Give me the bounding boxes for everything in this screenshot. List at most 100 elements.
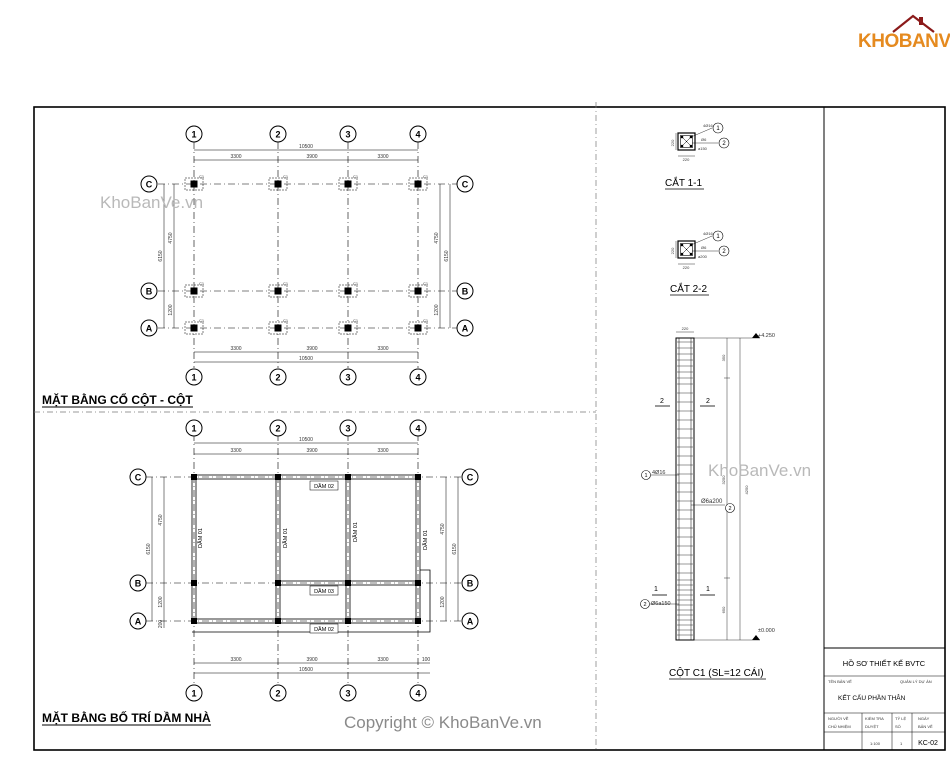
col-dim-mid: 3250 bbox=[721, 475, 726, 485]
column-c1 bbox=[190, 180, 198, 188]
axis-label-4-bottom: 4 bbox=[415, 689, 420, 699]
column-tag: C1 bbox=[283, 174, 289, 179]
column-c1 bbox=[190, 324, 198, 332]
axis-label-3-top: 3 bbox=[345, 130, 350, 140]
section-dim-w: 220 bbox=[683, 265, 690, 270]
column-outline bbox=[675, 337, 695, 641]
stirrups bbox=[677, 341, 693, 636]
mark-bubble bbox=[712, 122, 724, 134]
level-bottom: ±0.000 bbox=[758, 628, 775, 634]
column-c1 bbox=[274, 180, 282, 188]
column-c1 bbox=[191, 618, 197, 624]
axis-label-2-bottom: 2 bbox=[275, 373, 280, 383]
rebar-dot bbox=[680, 243, 684, 247]
tb-cell-1b: CHỦ NHIỆM bbox=[828, 724, 851, 729]
section-outline bbox=[677, 240, 696, 259]
watermark: KhoBanVe.vn bbox=[708, 461, 811, 480]
col-dim-bottom: 650 bbox=[721, 606, 726, 613]
beams bbox=[191, 474, 431, 633]
axis-bubble-c-left bbox=[129, 468, 147, 486]
column-neck-outline bbox=[184, 284, 204, 298]
dim-top-total: 10500 bbox=[299, 144, 313, 150]
axis-label-c-left: C bbox=[135, 473, 142, 483]
column-neck-outline bbox=[268, 177, 288, 191]
axis-label-c-right: C bbox=[467, 473, 474, 483]
column-tag: C1 bbox=[199, 318, 205, 323]
label-stirrup: Ø6 bbox=[701, 137, 707, 142]
column-neck-outline bbox=[268, 321, 288, 335]
axis-bubble-1-bottom bbox=[185, 684, 203, 702]
label-stirrup-spacing: a150 bbox=[698, 146, 708, 151]
column-neck-outline bbox=[268, 284, 288, 298]
section-title: CẮT 1-1 bbox=[665, 176, 702, 189]
dim-right-2: 1200 bbox=[440, 596, 446, 607]
column-c1 bbox=[274, 324, 282, 332]
column-c1 bbox=[190, 287, 198, 295]
dim-bottom-3: 3300 bbox=[377, 346, 388, 352]
beam-tag-d01-3: DẦM 01 bbox=[352, 522, 359, 542]
dim-top-2: 3900 bbox=[306, 448, 317, 454]
mark-bubble bbox=[712, 230, 724, 242]
col-mark-main: 1 bbox=[644, 473, 647, 479]
rebar-dot bbox=[689, 144, 693, 148]
mark-bubble bbox=[640, 599, 650, 609]
axis-label-4-top: 4 bbox=[415, 130, 420, 140]
dim-top-1: 3300 bbox=[230, 448, 241, 454]
title-block: HỒ SƠ THIẾT KẾ BVTC TÊN BẢN VẼ QUẢN LÝ D… bbox=[824, 647, 945, 750]
column-c1 bbox=[344, 324, 352, 332]
dim-left-2: 1200 bbox=[168, 304, 174, 315]
column-neck-outline bbox=[408, 284, 428, 298]
axis-label-1-top: 1 bbox=[191, 130, 196, 140]
section-2-2: 220 220 4Ø16 1 Ø6 a200 2 CẮT 2-2 bbox=[670, 230, 730, 296]
axis-label-2-bottom: 2 bbox=[275, 689, 280, 699]
column-neck-outline bbox=[338, 321, 358, 335]
column-c1 bbox=[414, 287, 422, 295]
axis-bubble-a-left bbox=[140, 319, 158, 337]
column-tag: C1 bbox=[199, 174, 205, 179]
column-elevation: 220 +4.250 ±0.000 4250 350 3250 650 2 2 … bbox=[640, 326, 775, 680]
section-dim-h: 220 bbox=[670, 139, 675, 146]
cut-mark-1-left: 1 bbox=[654, 586, 658, 593]
stirrup-outline bbox=[680, 243, 693, 256]
column-c1 bbox=[191, 580, 197, 586]
dim-top-3: 3300 bbox=[377, 154, 388, 160]
tb-code: KC-02 bbox=[918, 740, 938, 747]
tb-cell-2: KIỂM TRA bbox=[865, 716, 884, 721]
plan-beams: 10500 3300 3900 3300 3300 3900 3300 100 … bbox=[42, 419, 479, 726]
column-c1 bbox=[275, 474, 281, 480]
beam-tag-d01-4: DẦM 01 bbox=[422, 530, 429, 550]
column-c1 bbox=[414, 324, 422, 332]
section-1-1: 220 220 4Ø16 1 Ø6 a150 2 CẮT 1-1 bbox=[665, 122, 730, 190]
cut-mark-2-right: 2 bbox=[706, 398, 710, 405]
tb-cell-1: NGƯỜI VẼ bbox=[828, 716, 849, 721]
beam-tag-box bbox=[309, 480, 339, 491]
dim-bottom-total: 10500 bbox=[299, 667, 313, 673]
column-neck-outline bbox=[408, 177, 428, 191]
axis-label-1-bottom: 1 bbox=[191, 689, 196, 699]
column-c1 bbox=[191, 474, 197, 480]
column-tag: C1 bbox=[353, 318, 359, 323]
dim-left-total: 6150 bbox=[158, 250, 164, 261]
roof-icon bbox=[892, 14, 935, 33]
axis-label-b-left: B bbox=[146, 287, 153, 297]
axis-bubble-3-top bbox=[339, 125, 357, 143]
column-tag: C1 bbox=[423, 281, 429, 286]
beam-tag-d02-bottom: DẦM 02 bbox=[314, 626, 334, 633]
label-main-rebar: 4Ø16 bbox=[703, 123, 714, 128]
dim-left-1: 4750 bbox=[168, 232, 174, 243]
column-neck-outline bbox=[338, 284, 358, 298]
tb-cell-4: NGÀY bbox=[918, 716, 930, 721]
column-c1 bbox=[344, 180, 352, 188]
axis-bubble-2-top bbox=[269, 125, 287, 143]
column-c1 bbox=[415, 474, 421, 480]
column-tag: C1 bbox=[423, 318, 429, 323]
rebar-dot bbox=[689, 252, 693, 256]
column-c1 bbox=[344, 287, 352, 295]
dim-bottom-total: 10500 bbox=[299, 356, 313, 362]
axis-bubble-a-left bbox=[129, 612, 147, 630]
tb-project: HỒ SƠ THIẾT KẾ BVTC bbox=[843, 658, 926, 668]
col-mark-bottom: 2 bbox=[643, 602, 646, 608]
column-tag: C1 bbox=[353, 174, 359, 179]
axis-bubble-4-top bbox=[409, 419, 427, 437]
axis-label-2-top: 2 bbox=[275, 424, 280, 434]
